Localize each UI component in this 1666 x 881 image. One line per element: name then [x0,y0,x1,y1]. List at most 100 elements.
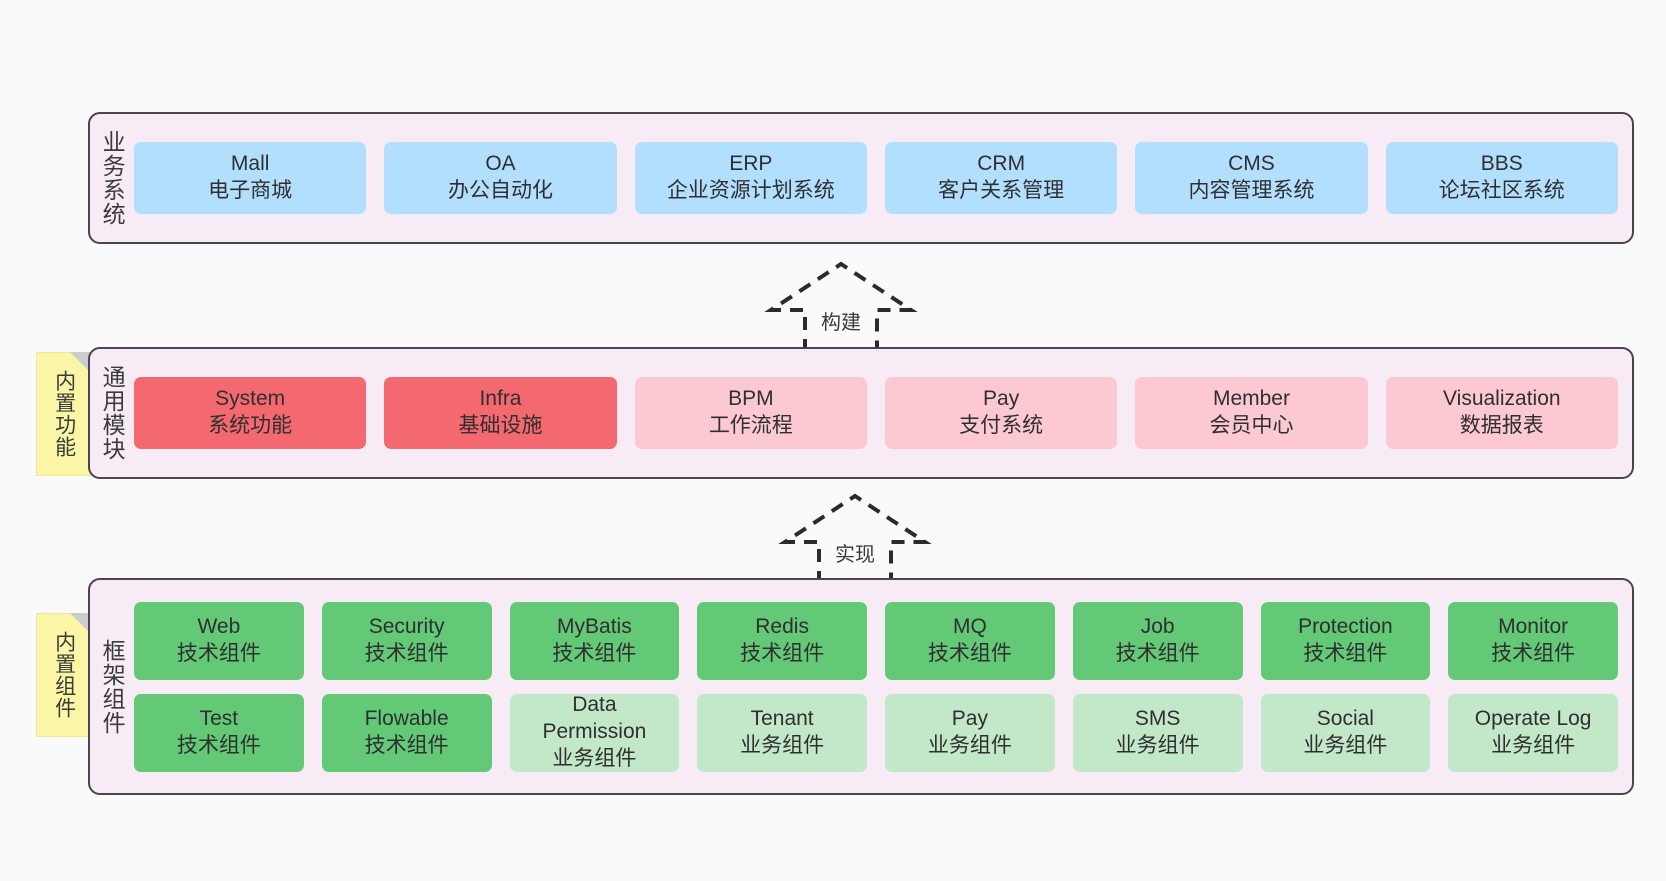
framework-tech-row: Web 技术组件 Security 技术组件 MyBatis 技术组件 Redi… [134,601,1618,680]
card-web-subtitle: 技术组件 [176,641,261,665]
card-tenant[interactable]: Tenant 业务组件 [697,693,867,772]
layer-body-business-system: Mall 电子商城 OA 办公自动化 ERP 企业资源计划系统 CRM 客户关系… [134,114,1632,242]
card-operate-log[interactable]: Operate Log 业务组件 [1448,693,1618,772]
card-job-subtitle: 技术组件 [1115,641,1200,665]
card-monitor[interactable]: Monitor 技术组件 [1448,601,1618,680]
card-protection-subtitle: 技术组件 [1303,641,1388,665]
layer-title-business-system: 业务系统 [99,130,126,226]
card-protection-title: Protection [1298,614,1393,638]
card-member[interactable]: Member 会员中心 [1135,377,1368,449]
card-erp-title: ERP [729,152,773,176]
card-social-subtitle: 业务组件 [1303,733,1388,757]
card-web[interactable]: Web 技术组件 [134,601,304,680]
card-visualization[interactable]: Visualization 数据报表 [1385,377,1618,449]
card-pay-component[interactable]: Pay 业务组件 [885,693,1055,772]
card-mall-subtitle: 电子商城 [208,179,293,202]
card-bpm-title: BPM [728,387,774,411]
card-infra-subtitle: 基础设施 [458,414,543,437]
card-member-subtitle: 会员中心 [1209,414,1294,437]
card-oa-subtitle: 办公自动化 [447,179,553,202]
card-test[interactable]: Test 技术组件 [134,693,304,772]
card-system[interactable]: System 系统功能 [134,377,367,449]
card-cms-subtitle: 内容管理系统 [1188,179,1315,202]
card-mybatis-subtitle: 技术组件 [552,641,637,665]
card-mq-title: MQ [952,614,987,638]
card-infra[interactable]: Infra 基础设施 [384,377,617,449]
sticky-note-builtin-functions: 内置功能 [36,352,92,476]
card-data-permission[interactable]: Data Permission 业务组件 [509,693,680,772]
card-visualization-title: Visualization [1443,387,1561,411]
card-mq-subtitle: 技术组件 [927,641,1012,665]
card-data-permission-subtitle: 业务组件 [552,746,637,770]
card-oa[interactable]: OA 办公自动化 [384,142,617,214]
card-system-title: System [215,387,286,411]
card-cms[interactable]: CMS 内容管理系统 [1135,142,1368,214]
arrow-build-icon [764,261,918,352]
card-test-title: Test [199,706,239,730]
card-pay-module-title: Pay [983,387,1020,411]
card-crm[interactable]: CRM 客户关系管理 [884,142,1118,214]
card-redis[interactable]: Redis 技术组件 [697,601,867,680]
card-crm-subtitle: 客户关系管理 [938,179,1065,202]
card-erp-subtitle: 企业资源计划系统 [666,179,835,202]
card-security-title: Security [368,614,445,638]
sticky-note-builtin-components: 内置组件 [36,613,92,737]
card-mybatis-title: MyBatis [557,614,632,638]
layer-title-common-modules: 通用模块 [99,365,126,461]
layer-framework-components: 框架组件 Web 技术组件 Security 技术组件 MyBatis 技术组件… [88,578,1634,795]
card-bpm-subtitle: 工作流程 [708,414,793,437]
card-operate-log-title: Operate Log [1474,706,1592,730]
card-mall[interactable]: Mall 电子商城 [134,142,367,214]
business-system-row: Mall 电子商城 OA 办公自动化 ERP 企业资源计划系统 CRM 客户关系… [134,142,1618,214]
card-infra-title: Infra [479,387,522,411]
layer-body-framework-components: Web 技术组件 Security 技术组件 MyBatis 技术组件 Redi… [134,580,1632,793]
card-job-title: Job [1140,614,1175,638]
card-protection[interactable]: Protection 技术组件 [1260,601,1431,680]
card-monitor-title: Monitor [1498,614,1569,638]
card-security-subtitle: 技术组件 [364,641,449,665]
card-member-title: Member [1212,387,1290,411]
card-flowable[interactable]: Flowable 技术组件 [321,693,492,772]
card-redis-title: Redis [755,614,809,638]
card-job[interactable]: Job 技术组件 [1072,601,1243,680]
card-sms[interactable]: SMS 业务组件 [1072,693,1243,772]
sticky-note-builtin-functions-label: 内置功能 [52,370,76,458]
layer-common-modules: 通用模块 System 系统功能 Infra 基础设施 BPM 工作流程 Pay… [88,347,1634,479]
layer-business-system: 业务系统 Mall 电子商城 OA 办公自动化 ERP 企业资源计划系统 CRM… [88,112,1634,244]
card-security[interactable]: Security 技术组件 [321,601,492,680]
card-pay-module[interactable]: Pay 支付系统 [884,377,1118,449]
card-erp[interactable]: ERP 企业资源计划系统 [634,142,867,214]
card-visualization-subtitle: 数据报表 [1459,414,1544,437]
card-data-permission-title: Data Permission [542,693,647,744]
sticky-note-builtin-components-label: 内置组件 [52,631,76,719]
card-flowable-title: Flowable [364,706,449,730]
card-test-subtitle: 技术组件 [176,733,261,757]
card-mybatis[interactable]: MyBatis 技术组件 [509,601,680,680]
card-oa-title: OA [485,152,516,176]
card-flowable-subtitle: 技术组件 [364,733,449,757]
card-bbs[interactable]: BBS 论坛社区系统 [1385,142,1618,214]
card-pay-component-title: Pay [951,706,988,730]
card-pay-component-subtitle: 业务组件 [927,733,1012,757]
card-tenant-subtitle: 业务组件 [740,733,825,757]
card-bbs-subtitle: 论坛社区系统 [1438,179,1565,202]
card-mall-title: Mall [230,152,270,176]
framework-business-row: Test 技术组件 Flowable 技术组件 Data Permission … [134,693,1618,772]
card-sms-subtitle: 业务组件 [1115,733,1200,757]
card-social-title: Social [1316,706,1374,730]
layer-body-common-modules: System 系统功能 Infra 基础设施 BPM 工作流程 Pay 支付系统… [134,349,1632,477]
card-tenant-title: Tenant [750,706,814,730]
card-social[interactable]: Social 业务组件 [1260,693,1431,772]
card-web-title: Web [197,614,241,638]
layer-title-framework-components: 框架组件 [99,638,126,735]
card-bpm[interactable]: BPM 工作流程 [634,377,867,449]
card-sms-title: SMS [1134,706,1181,730]
card-operate-log-subtitle: 业务组件 [1491,733,1576,757]
card-cms-title: CMS [1228,152,1275,176]
card-mq[interactable]: MQ 技术组件 [885,601,1055,680]
card-redis-subtitle: 技术组件 [740,641,825,665]
card-crm-title: CRM [977,152,1026,176]
arrow-build: 构建 [761,260,921,352]
arrow-implement: 实现 [775,492,935,584]
